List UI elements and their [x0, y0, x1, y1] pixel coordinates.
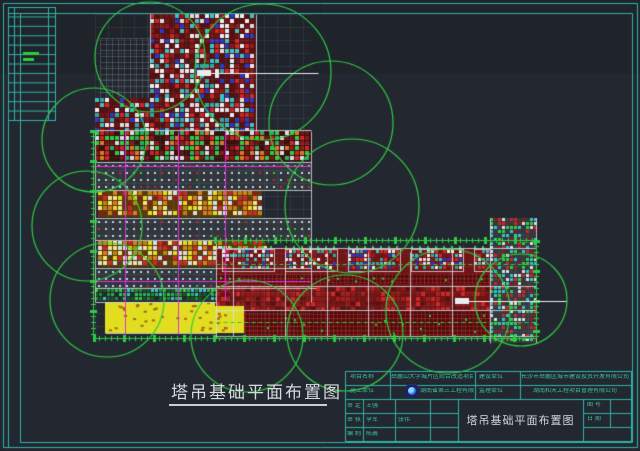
tb-project-value: 岳麓山大学城片区综合改造项目 — [391, 374, 473, 380]
tb-supervisor-label: 监理单位 — [479, 388, 504, 394]
tb-field-label-date: 日 期 — [587, 416, 601, 422]
tb-client-value: 长沙市岳麓区城市建设投资开发有限公司 — [521, 374, 629, 380]
tb-supervisor-value: 湖南和天工程项目管理有限公司 — [532, 388, 617, 394]
tb-sign-label: 编 制 — [347, 431, 361, 437]
tb-sign-value: 王强 — [366, 403, 379, 409]
drawing-main-title: 塔吊基础平面布置图 — [171, 383, 342, 403]
title-underline — [169, 404, 327, 406]
tb-sign-extra: 张伟 — [398, 417, 411, 423]
tb-sign-label: 审 定 — [347, 403, 361, 409]
tb-drawing-name: 塔吊基础平面布置图 — [466, 414, 575, 427]
tb-contractor-label: 施工单位 — [350, 388, 375, 394]
tb-sign-label: 审 核 — [347, 417, 361, 423]
tb-project-label: 项目名称 — [350, 374, 375, 380]
tb-client-label: 建设单位 — [479, 374, 504, 380]
tb-field-label-no: 图 号 — [587, 402, 601, 408]
tb-contractor-value: 湖南省第三工程有限公司 — [420, 388, 474, 394]
tb-sign-value: 陈晨 — [366, 431, 379, 437]
contractor-logo-icon — [406, 385, 418, 397]
tb-sign-value: 李军 — [366, 417, 379, 423]
